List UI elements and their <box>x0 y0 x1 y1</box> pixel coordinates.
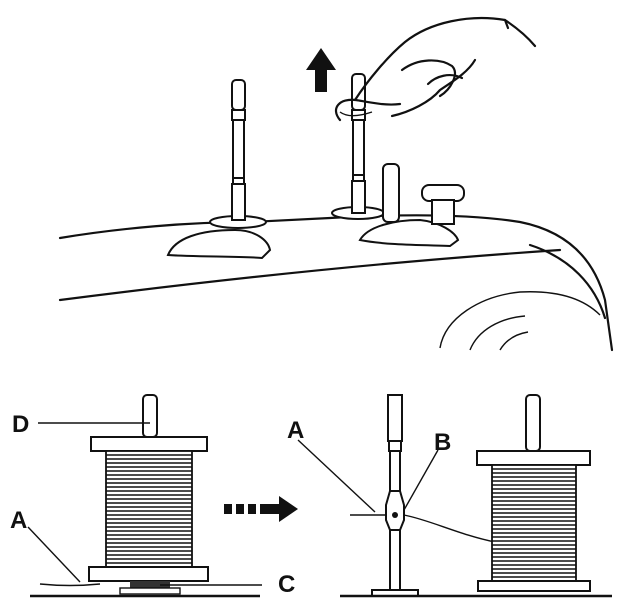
spool-pin-top <box>142 394 158 438</box>
right-arrow-icon <box>224 496 298 522</box>
spool-felt <box>130 581 170 589</box>
machine-top-illustration <box>58 17 614 352</box>
hand-illustration <box>334 17 537 122</box>
leader-a-right <box>297 439 376 513</box>
thread-guide-pin <box>371 394 419 597</box>
label-c: C <box>278 571 295 598</box>
thread-windings <box>106 454 192 564</box>
machine-front-edge <box>58 248 562 302</box>
thread-guide-figure: A B <box>287 394 612 598</box>
thread-line <box>39 583 101 587</box>
spool-bottom-flange <box>88 566 209 582</box>
left-spool-pin <box>166 79 272 260</box>
spool-barrel <box>105 450 193 568</box>
machine-top-edge <box>58 214 614 352</box>
bobbin-winder-shaft <box>382 163 400 223</box>
spool-on-pin-figure: D A C <box>10 394 295 598</box>
label-a-right: A <box>287 417 304 444</box>
leader-a-left <box>27 526 81 583</box>
label-b: B <box>434 429 451 456</box>
thread-line-b <box>403 514 496 543</box>
spool-top-flange <box>90 436 208 452</box>
leader-b <box>403 449 439 511</box>
label-d: D <box>12 411 29 438</box>
handwheel-arc <box>439 291 601 349</box>
bobbin-winder-stopper <box>421 184 465 225</box>
label-a-left: A <box>10 507 27 534</box>
up-arrow-icon <box>306 48 336 92</box>
spool-right <box>476 394 591 592</box>
